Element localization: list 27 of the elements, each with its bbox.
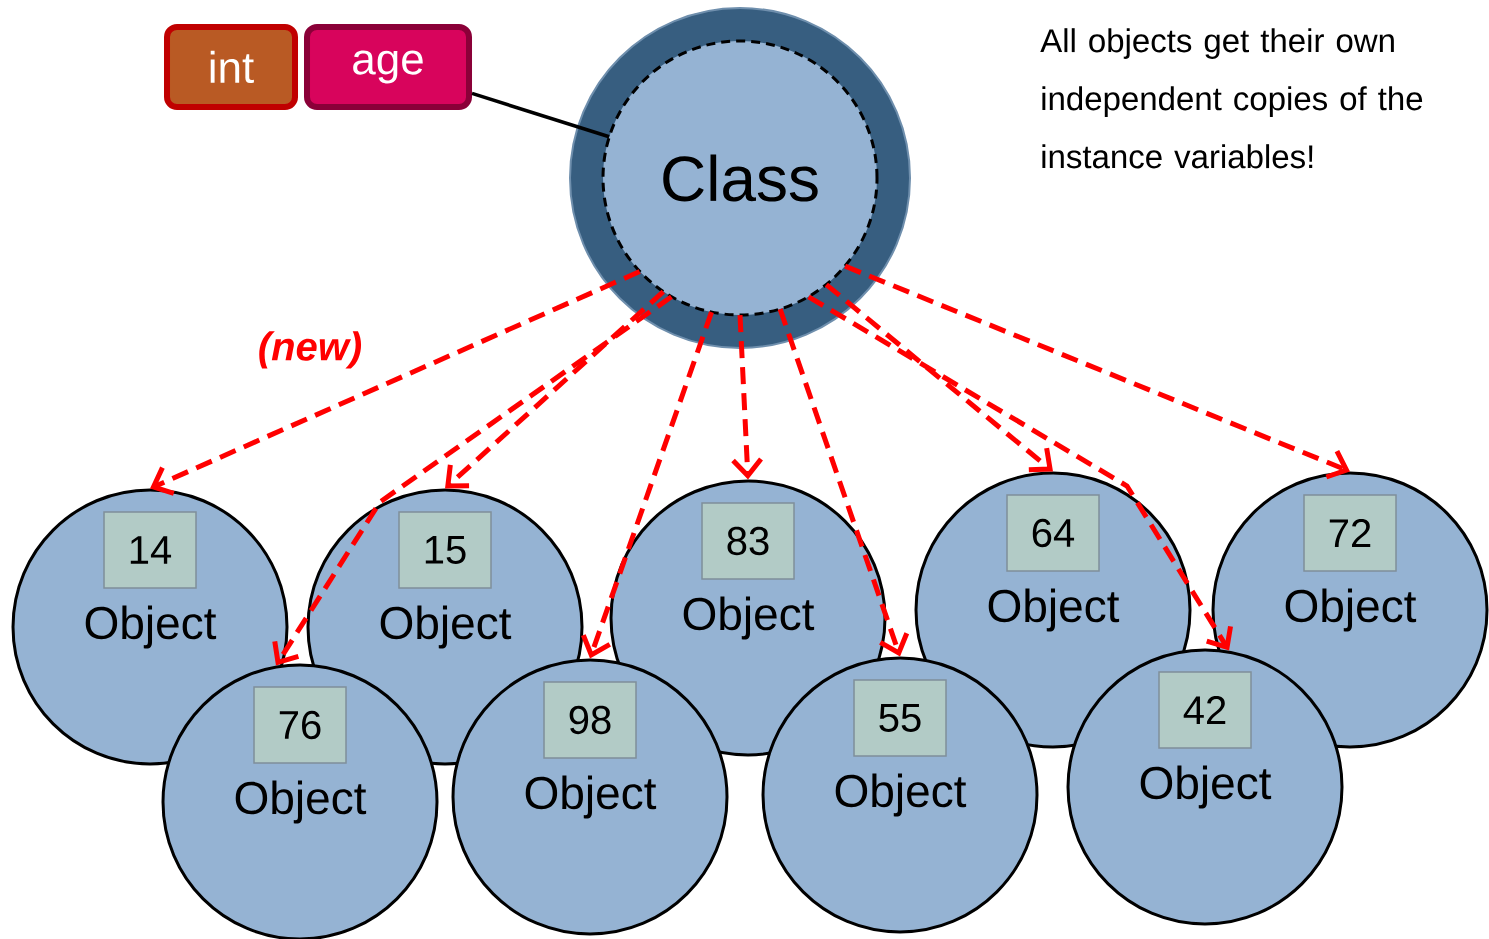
value-box: 14 — [103, 511, 197, 589]
connector-line — [471, 91, 610, 139]
variable-label: age — [304, 24, 472, 110]
arrow — [824, 282, 1053, 473]
value-box: 98 — [543, 681, 637, 759]
edge-label: (new) — [255, 329, 365, 371]
value-box: 72 — [1303, 494, 1397, 572]
type-label: int — [164, 24, 298, 110]
node-label: Object — [525, 775, 657, 819]
value-box: 64 — [1006, 494, 1100, 572]
value-box: 42 — [1158, 671, 1252, 749]
arrow — [807, 294, 1233, 651]
value-box: 76 — [253, 686, 347, 764]
arrow — [777, 308, 910, 657]
arrow — [150, 269, 641, 496]
value-box: 15 — [398, 511, 492, 589]
arrow — [844, 263, 1350, 480]
arrow — [272, 294, 673, 666]
value-box: 83 — [701, 502, 795, 580]
arrow — [731, 315, 763, 480]
node-label: Object — [835, 773, 967, 817]
arrow — [445, 289, 665, 489]
arrow — [581, 311, 714, 659]
note-text: All objects get their own independent copies of the instance variables! — [1040, 28, 1423, 169]
node-label: Object — [1140, 765, 1272, 809]
value-box: 55 — [853, 679, 947, 757]
node-label: Object — [235, 780, 367, 824]
